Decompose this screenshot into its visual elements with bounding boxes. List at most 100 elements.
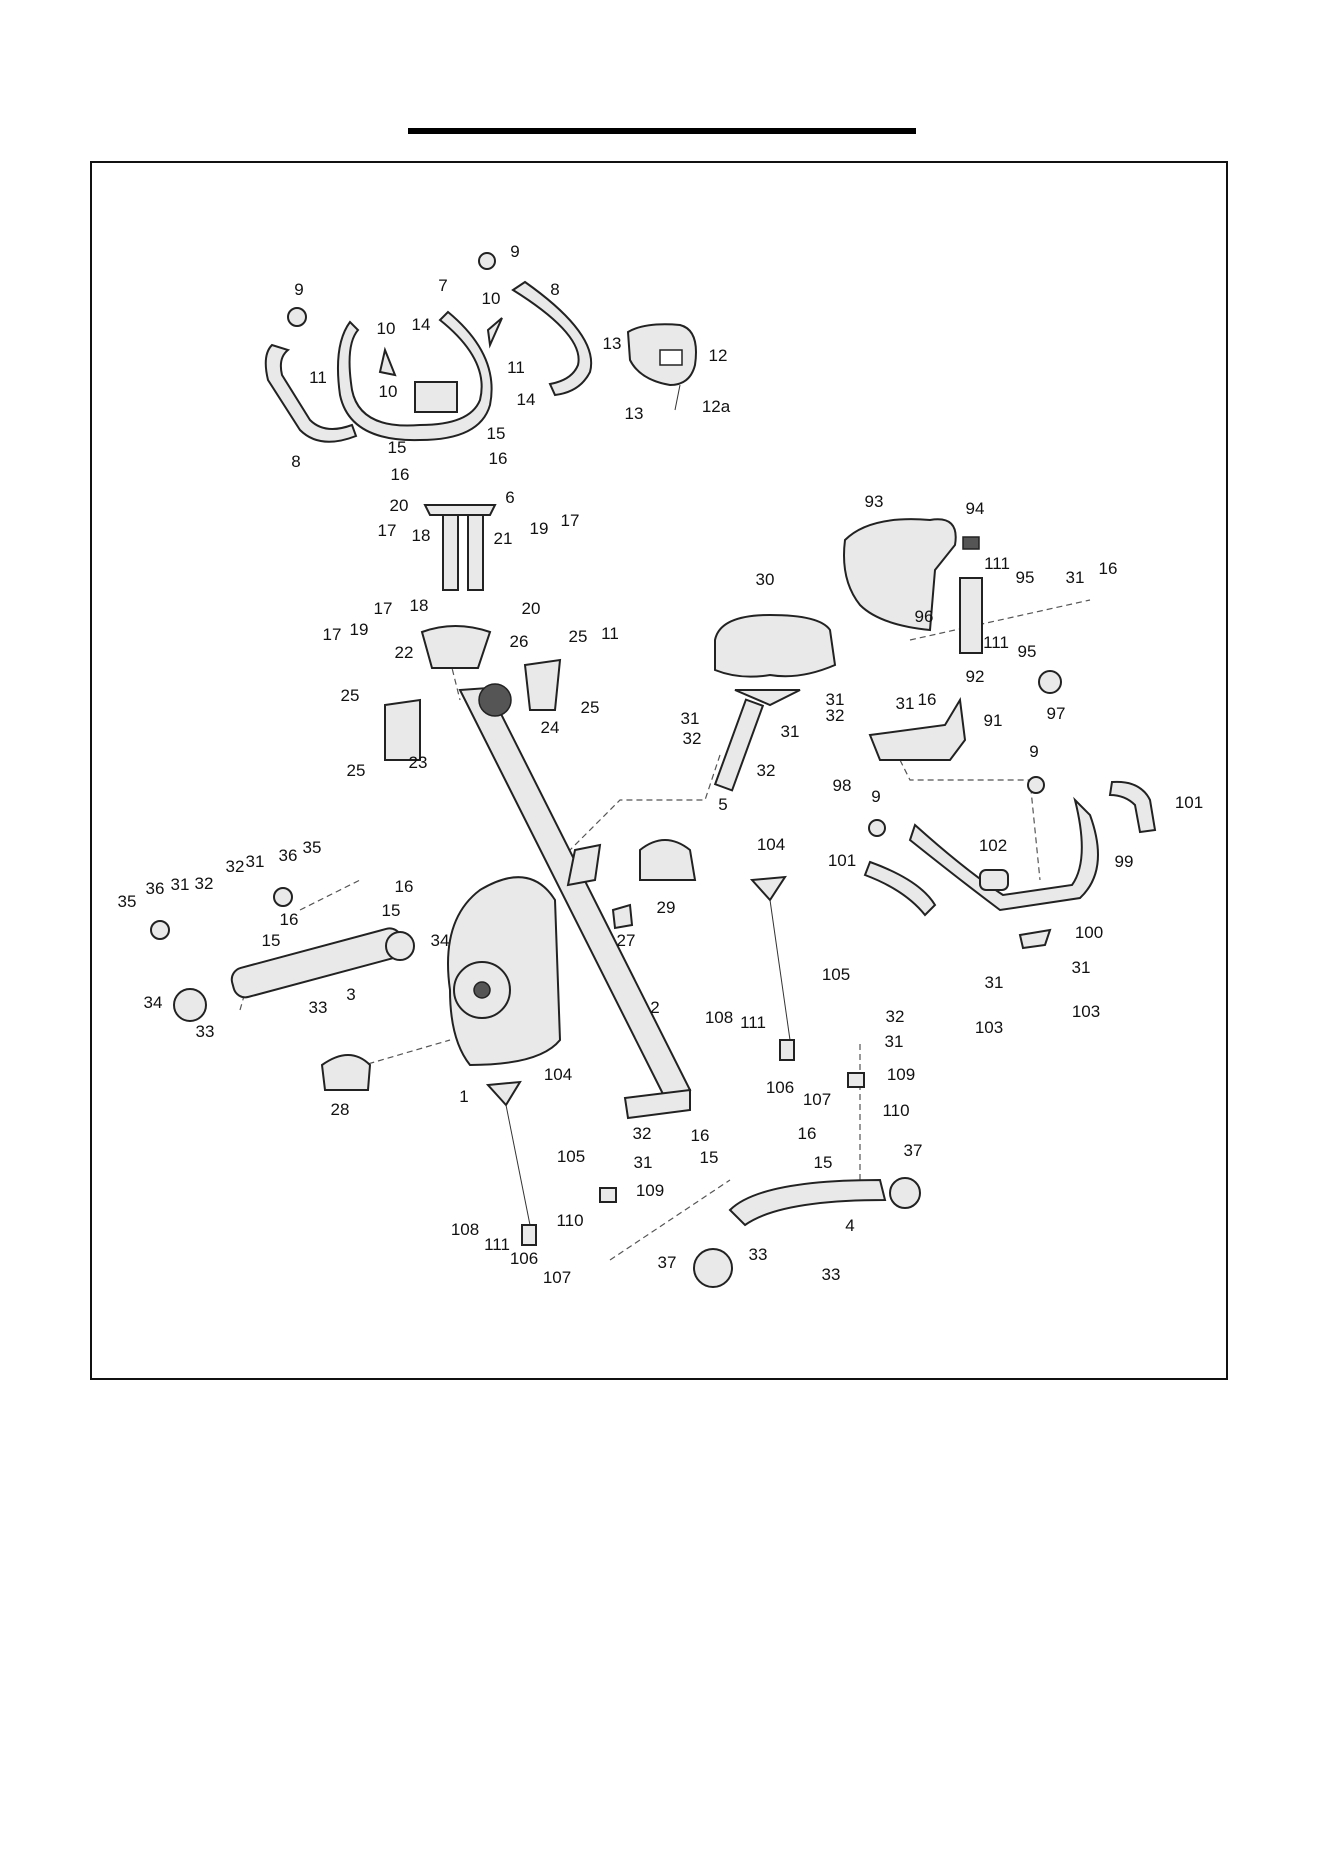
part-label: 107	[803, 1090, 831, 1109]
part-label: 32	[886, 1007, 905, 1026]
part-label: 31	[781, 722, 800, 741]
backrest-93	[843, 518, 957, 632]
part-label: 30	[756, 570, 775, 589]
console-assembly	[626, 323, 697, 411]
part-label: 31	[985, 973, 1004, 992]
part-label: 16	[489, 449, 508, 468]
part-label: 10	[379, 382, 398, 401]
main-frame	[458, 683, 692, 1120]
flywheel-housing	[447, 876, 562, 1067]
part-label: 10	[482, 289, 501, 308]
part-label: 31	[681, 709, 700, 728]
part-label: 107	[543, 1268, 571, 1287]
stem-tube-6	[467, 509, 484, 591]
part-label: 31	[826, 690, 845, 709]
part-label: 32	[633, 1124, 652, 1143]
part-label: 105	[557, 1147, 585, 1166]
cover-24	[523, 658, 562, 711]
part-label: 18	[412, 526, 431, 545]
bracket-109	[599, 1187, 617, 1203]
end-cap-34	[385, 931, 415, 961]
cover-23	[384, 698, 421, 761]
part-label: 104	[757, 835, 785, 854]
part-label: 6	[505, 488, 514, 507]
part-label: 17	[374, 599, 393, 618]
bracket-91	[868, 697, 967, 761]
frame-joint	[566, 843, 602, 887]
part-label: 31	[634, 1153, 653, 1172]
stabilizer-tube-3	[230, 927, 405, 999]
cup-holder-22	[420, 625, 492, 669]
part-label: 94	[966, 499, 985, 518]
resistance-band-lower	[485, 1080, 537, 1246]
part-label: 26	[510, 632, 529, 651]
part-label: 4	[845, 1216, 854, 1235]
band-cord-105	[769, 899, 791, 1041]
part-label: 17	[378, 521, 397, 540]
handlebar-left-8	[264, 343, 358, 443]
part-label: 32	[226, 857, 245, 876]
part-label: 111	[983, 633, 1009, 652]
guide-line	[909, 599, 1091, 641]
part-label: 1	[459, 1087, 468, 1106]
part-label: 31	[885, 1032, 904, 1051]
part-label: 9	[294, 280, 303, 299]
part-label: 21	[494, 529, 513, 548]
bracket-plate	[414, 381, 458, 413]
part-label: 15	[388, 438, 407, 457]
band-handle-104	[485, 1080, 522, 1107]
part-label: 16	[280, 910, 299, 929]
part-label: 101	[828, 851, 856, 870]
title-underline	[408, 128, 916, 134]
part-label: 15	[487, 424, 506, 443]
resistance-band-upper	[749, 875, 795, 1061]
part-label: 14	[412, 315, 431, 334]
part-label: 111	[484, 1235, 510, 1254]
handlebar-center-7	[337, 310, 493, 442]
part-label: 10	[377, 319, 396, 338]
guide-line	[569, 754, 721, 851]
end-cap-9	[287, 307, 307, 327]
seat-30	[714, 613, 837, 678]
part-label: 33	[196, 1022, 215, 1041]
cover-10	[486, 317, 503, 349]
part-label: 91	[984, 711, 1003, 730]
part-label: 19	[350, 620, 369, 639]
part-label: 20	[522, 599, 541, 618]
part-label: 32	[195, 874, 214, 893]
part-label: 32	[826, 706, 845, 725]
part-label: 35	[118, 892, 137, 911]
part-label: 31	[896, 694, 915, 713]
back-post-92	[959, 577, 983, 654]
part-label: 106	[766, 1078, 794, 1097]
part-label: 95	[1016, 568, 1035, 587]
rear-handle-assembly	[863, 776, 1157, 950]
part-label: 15	[262, 931, 281, 950]
part-label: 99	[1115, 852, 1134, 871]
part-label: 104	[544, 1065, 572, 1084]
part-label: 37	[658, 1253, 677, 1272]
knob-97	[1038, 670, 1062, 694]
console-display	[659, 349, 683, 366]
part-label: 16	[1099, 559, 1118, 578]
guide-line	[299, 879, 361, 911]
pedal-28	[320, 1054, 372, 1091]
part-label: 109	[887, 1065, 915, 1084]
frame-foot	[623, 1088, 691, 1120]
part-label: 25	[581, 698, 600, 717]
part-label: 31	[1072, 958, 1091, 977]
stabilizer-tube-4	[728, 1178, 887, 1227]
diagram-frame	[90, 161, 1228, 1380]
cover-10	[378, 346, 397, 377]
part-label: 24	[541, 718, 560, 737]
assembly-guides	[239, 599, 1091, 1261]
part-label: 93	[865, 492, 884, 511]
seat-plate	[734, 689, 801, 707]
part-label: 35	[303, 838, 322, 857]
part-label: 31	[171, 875, 190, 894]
part-label: 101	[1175, 793, 1203, 812]
part-label: 103	[1072, 1002, 1100, 1021]
part-label: 17	[561, 511, 580, 530]
